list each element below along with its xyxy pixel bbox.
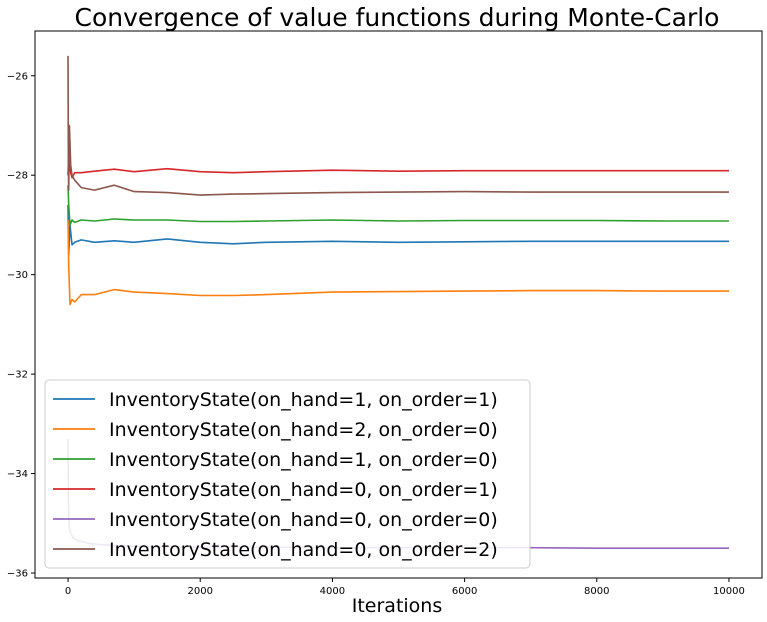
- series-line-2: [67, 219, 729, 306]
- legend-label: InventoryState(on_hand=0, on_order=0): [109, 509, 498, 531]
- axes: 0 2000 4000 6000 8000 10000 −26 −28 −30 −32 −34 −36: [7, 30, 763, 597]
- plot-area: [67, 55, 729, 550]
- x-tick-label: 2000: [188, 586, 213, 597]
- legend: InventoryState(on_hand=1, on_order=1) Inv…: [44, 379, 531, 569]
- x-tick-label: 10000: [713, 586, 745, 597]
- series-line-3: [67, 185, 729, 226]
- x-tick-label: 6000: [452, 586, 477, 597]
- legend-label: InventoryState(on_hand=1, on_order=1): [109, 389, 498, 411]
- y-tick-label: −36: [7, 569, 28, 580]
- y-tick-label: −28: [7, 171, 28, 182]
- axes-frame: [34, 30, 763, 579]
- y-tick-label: −26: [7, 71, 28, 82]
- x-axis-label: Iterations: [352, 595, 443, 617]
- y-tick-label: −30: [7, 270, 28, 281]
- legend-box: [44, 379, 531, 569]
- x-tick-label: 0: [65, 586, 71, 597]
- series-line-6: [67, 55, 729, 196]
- y-tick-label: −34: [7, 469, 28, 480]
- legend-label: InventoryState(on_hand=2, on_order=0): [109, 419, 498, 441]
- chart-title: Convergence of value functions during Mo…: [75, 3, 720, 32]
- series-line-1: [67, 204, 729, 256]
- legend-label: InventoryState(on_hand=0, on_order=1): [109, 479, 498, 501]
- legend-label: InventoryState(on_hand=0, on_order=2): [109, 539, 498, 561]
- y-tick-label: −32: [7, 370, 28, 381]
- x-tick-label: 8000: [584, 586, 609, 597]
- x-tick-label: 4000: [320, 586, 345, 597]
- legend-label: InventoryState(on_hand=1, on_order=0): [109, 449, 498, 471]
